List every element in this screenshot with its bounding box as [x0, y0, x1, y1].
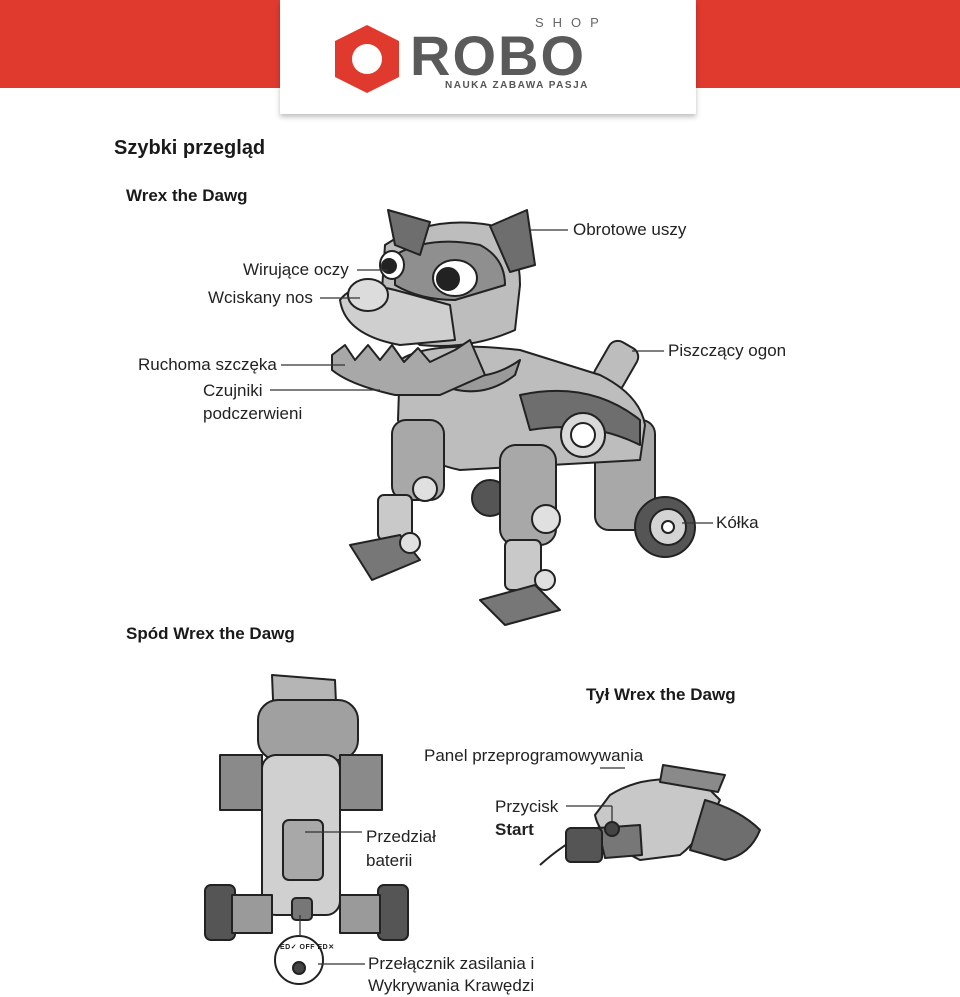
label-nose: Wciskany nos: [208, 288, 313, 307]
label-ir-sensors-line1: Czujniki: [203, 381, 263, 400]
label-wheels: Kółka: [716, 513, 759, 532]
section-title-wrex: Wrex the Dawg: [126, 186, 248, 205]
logo-tagline: NAUKA ZABAWA PASJA: [445, 80, 589, 91]
label-start-line1: Przycisk: [495, 797, 559, 816]
label-power-switch-line1: Przełącznik zasilania i: [368, 954, 535, 973]
switch-mark-off: OFF: [299, 944, 316, 951]
label-start-line2: Start: [495, 820, 534, 839]
page-title: Szybki przegląd: [114, 137, 266, 159]
label-power-switch-line2: Wykrywania Krawędzi: [368, 976, 535, 995]
label-ir-sensors-line2: podczerwieni: [203, 404, 303, 423]
switch-mark-ed-off: ED✕: [317, 944, 335, 951]
label-eyes: Wirujące oczy: [243, 260, 349, 279]
label-jaw: Ruchoma szczęka: [138, 355, 277, 374]
label-reprogramming-panel: Panel przeprogramowywania: [424, 746, 644, 765]
header-banner-left: [0, 0, 280, 88]
logo-shop-text: SHOP: [535, 15, 608, 30]
power-switch-marks: ED✓ OFF ED✕: [280, 943, 335, 951]
label-tail: Piszczący ogon: [668, 341, 787, 360]
header-banner-right: [696, 0, 960, 88]
logo-brand-text: ROBO: [410, 24, 586, 87]
label-ears: Obrotowe uszy: [573, 220, 687, 239]
label-battery-line1: Przedział: [366, 827, 436, 846]
label-battery-line2: baterii: [366, 851, 413, 870]
section-title-back: Tył Wrex the Dawg: [586, 685, 736, 704]
switch-mark-ed-on: ED✓: [280, 944, 298, 951]
section-title-underside: Spód Wrex the Dawg: [126, 624, 295, 643]
